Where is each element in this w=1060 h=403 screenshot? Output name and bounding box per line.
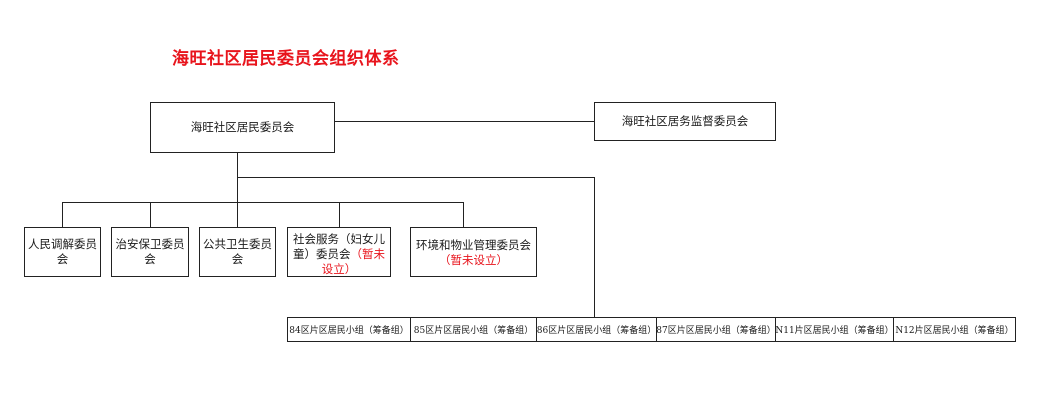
connector-sub-3 — [237, 202, 238, 227]
resident-group-86: 86区片区居民小组（筹备组） — [536, 317, 657, 342]
sub-committee-social-service: 社会服务（妇女儿童）委员会（暂未设立） — [287, 227, 391, 277]
connector-sub-2 — [150, 202, 151, 227]
connector-branch-right — [237, 177, 595, 178]
sub-committee-label: 人民调解委员会 — [28, 237, 97, 266]
resident-group-n11: N11片区居民小组（筹备组） — [775, 317, 894, 342]
main-committee-label: 海旺社区居民委员会 — [190, 120, 295, 134]
connector-sub-bus — [62, 202, 464, 203]
connector-right-down — [594, 177, 595, 317]
sub-committee-mediation: 人民调解委员会 — [24, 227, 101, 277]
resident-group-n12: N12片区居民小组（筹备组） — [893, 317, 1016, 342]
sub-committee-label: 社会服务（妇女儿童）委员会 — [293, 232, 385, 261]
supervisory-committee-label: 海旺社区居务监督委员会 — [621, 114, 749, 128]
connector-sub-1 — [62, 202, 63, 227]
connector-sub-5 — [463, 202, 464, 227]
sub-committee-environment: 环境和物业管理委员会 （暂未设立） — [410, 227, 537, 277]
sub-committee-label: 治安保卫委员会 — [115, 237, 185, 266]
page-title: 海旺社区居民委员会组织体系 — [172, 49, 400, 69]
sub-committee-label: 公共卫生委员会 — [203, 237, 272, 266]
resident-group-87: 87区片区居民小组（筹备组） — [656, 317, 776, 342]
connector-sub-4 — [339, 202, 340, 227]
sub-committee-health: 公共卫生委员会 — [199, 227, 276, 277]
supervisory-committee-box: 海旺社区居务监督委员会 — [594, 102, 776, 141]
sub-committee-security: 治安保卫委员会 — [111, 227, 189, 277]
connector-main-to-supervisory — [335, 121, 594, 122]
resident-group-84: 84区片区居民小组（筹备组） — [287, 317, 411, 342]
sub-committee-note: （暂未设立） — [439, 253, 508, 267]
sub-committee-label: 环境和物业管理委员会 — [416, 238, 531, 252]
sub-committee-note: （暂未设立） — [321, 247, 385, 276]
resident-group-85: 85区片区居民小组（筹备组） — [410, 317, 537, 342]
main-committee-box: 海旺社区居民委员会 — [150, 102, 335, 153]
